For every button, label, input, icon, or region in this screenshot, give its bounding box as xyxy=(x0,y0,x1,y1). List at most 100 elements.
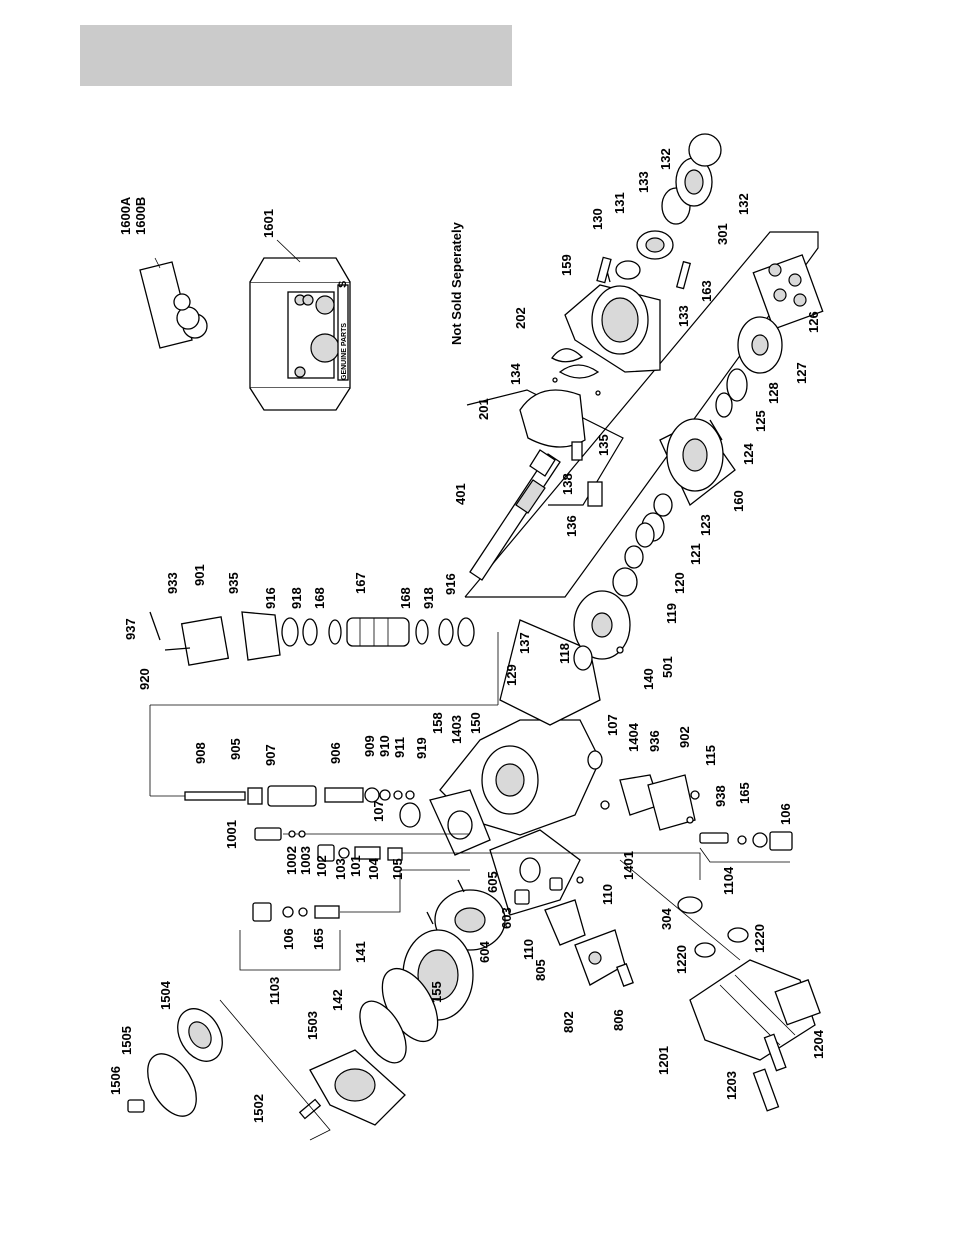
callout-c128: 128 xyxy=(766,382,781,404)
callout-c102: 102 xyxy=(314,855,329,877)
callout-c132a: 132 xyxy=(658,148,673,170)
gerotor-pump xyxy=(402,879,506,1021)
header-band xyxy=(80,25,512,86)
callout-c933: 933 xyxy=(165,572,180,594)
callout-c919: 919 xyxy=(414,737,429,759)
callout-c130: 130 xyxy=(590,208,605,230)
callout-c908: 908 xyxy=(193,742,208,764)
callout-c136: 136 xyxy=(564,515,579,537)
callout-c150: 150 xyxy=(468,712,483,734)
callout-c121: 121 xyxy=(688,543,703,565)
callout-c104: 104 xyxy=(366,858,381,880)
callout-c163: 163 xyxy=(699,280,714,302)
callout-c806: 806 xyxy=(611,1009,626,1031)
callout-c1506: 1506 xyxy=(108,1066,123,1095)
callout-c126: 126 xyxy=(806,311,821,333)
callout-c1103: 1103 xyxy=(267,977,282,1005)
control-unit-1201 xyxy=(460,852,821,1112)
callout-c1401: 1401 xyxy=(621,851,636,880)
callout-c107b: 107 xyxy=(371,800,386,822)
callout-c918a: 918 xyxy=(289,587,304,609)
callout-c133a: 133 xyxy=(636,171,651,193)
callout-c905: 905 xyxy=(228,738,243,760)
callout-c107a: 107 xyxy=(605,714,620,736)
callout-c1601: 1601 xyxy=(261,209,276,238)
callout-c1504: 1504 xyxy=(158,980,173,1010)
callout-c1002: 1002 xyxy=(284,846,299,875)
left-valve-group xyxy=(239,827,470,971)
callout-c131: 131 xyxy=(612,192,627,214)
callout-c138: 138 xyxy=(560,473,575,495)
callout-c938: 938 xyxy=(713,785,728,807)
callout-c120: 120 xyxy=(672,572,687,594)
cover-plates xyxy=(600,774,793,863)
callout-c158: 158 xyxy=(430,712,445,734)
charge-pump-components xyxy=(149,611,475,666)
callout-c142: 142 xyxy=(330,989,345,1011)
bearing-stack xyxy=(596,133,722,290)
callout-c141: 141 xyxy=(353,941,368,963)
callout-c127: 127 xyxy=(794,362,809,384)
callout-c605: 605 xyxy=(485,871,500,893)
callout-c1201: 1201 xyxy=(656,1046,671,1075)
callout-c123: 123 xyxy=(698,514,713,536)
callout-c135: 135 xyxy=(596,434,611,456)
relief-valve-stack xyxy=(149,632,499,807)
callout-c501: 501 xyxy=(660,656,675,678)
seal-carrier xyxy=(127,968,439,1141)
callout-c165a: 165 xyxy=(737,782,752,804)
callout-c1220b: 1220 xyxy=(752,924,767,953)
callout-c1203: 1203 xyxy=(724,1071,739,1100)
callout-c802: 802 xyxy=(561,1011,576,1033)
callout-c604: 604 xyxy=(477,941,492,963)
callout-c920: 920 xyxy=(137,668,152,690)
callout-c155: 155 xyxy=(429,981,444,1003)
callout-c129: 129 xyxy=(504,664,519,686)
callout-cnotsold: Not Sold Seperately xyxy=(449,221,464,345)
callout-c1003: 1003 xyxy=(298,846,313,875)
callout-c603: 603 xyxy=(499,907,514,929)
not-sold-separately-boundary xyxy=(464,231,819,598)
main-housing-150 xyxy=(399,590,631,856)
callout-c918b: 918 xyxy=(421,587,436,609)
callout-c1204: 1204 xyxy=(811,1029,826,1059)
callout-c110b: 110 xyxy=(521,939,536,960)
callout-c1502: 1502 xyxy=(251,1094,266,1123)
callout-c937: 937 xyxy=(123,618,138,640)
callout-c1220a: 1220 xyxy=(674,945,689,974)
parts-box-illustration: GENUINE PARTS S xyxy=(249,239,351,411)
callout-c909: 909 xyxy=(362,735,377,757)
callout-c1505: 1505 xyxy=(119,1026,134,1055)
callout-c137: 137 xyxy=(517,632,532,654)
callout-c119: 119 xyxy=(664,603,679,624)
callout-c907: 907 xyxy=(263,744,278,766)
svg-text:S: S xyxy=(337,281,349,288)
callout-c1404: 1404 xyxy=(626,722,641,752)
gasket-kit-illustration xyxy=(139,257,208,349)
callout-c134: 134 xyxy=(508,363,523,385)
box-label: GENUINE PARTS xyxy=(341,323,348,380)
callout-c105: 105 xyxy=(390,858,405,880)
callout-c115: 115 xyxy=(703,745,718,766)
callout-c902: 902 xyxy=(677,726,692,748)
callout-c118: 118 xyxy=(557,643,572,664)
callout-c133b: 133 xyxy=(676,305,691,327)
callout-c1600a: 1600A xyxy=(118,196,133,235)
callout-c1001: 1001 xyxy=(224,820,239,849)
filter-manifold xyxy=(489,829,634,987)
callout-c916a: 916 xyxy=(263,587,278,609)
callout-c167: 167 xyxy=(353,572,368,594)
callout-c304: 304 xyxy=(659,908,674,930)
callout-c936: 936 xyxy=(647,730,662,752)
callout-c906: 906 xyxy=(328,742,343,764)
callout-c124: 124 xyxy=(741,443,756,465)
callout-c125: 125 xyxy=(753,410,768,432)
callout-c805: 805 xyxy=(533,959,548,981)
callout-c1403: 1403 xyxy=(449,715,464,744)
callout-c1503: 1503 xyxy=(305,1011,320,1040)
output-shaft xyxy=(469,449,561,581)
callout-c910: 910 xyxy=(377,735,392,757)
callout-c168a: 168 xyxy=(312,587,327,609)
